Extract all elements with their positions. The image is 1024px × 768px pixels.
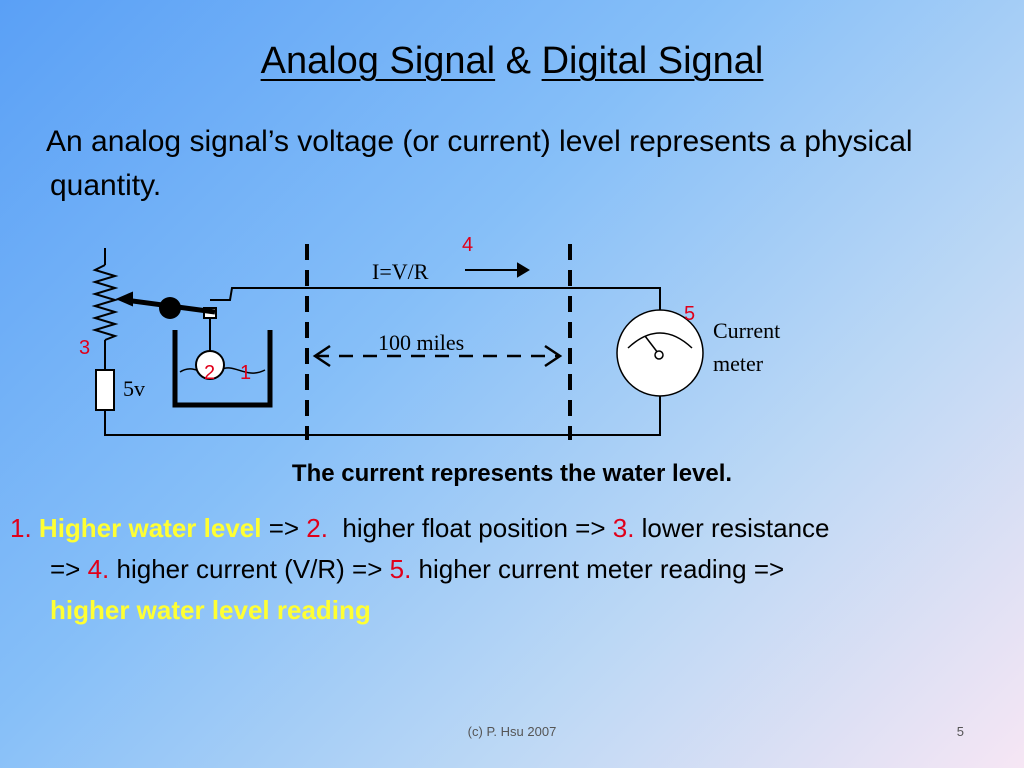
explanation-line-1: 1. Higher water level => 2. higher float… — [10, 513, 830, 543]
meter-needle — [644, 335, 659, 354]
step-2-number: 2. — [306, 513, 328, 543]
explanation-conclusion: higher water level reading — [50, 595, 371, 625]
step-5-number: 5. — [389, 554, 412, 584]
title-digital-signal: Digital Signal — [541, 40, 764, 82]
step-4-number: 4. — [87, 554, 110, 584]
explanation-line-2: => 4. higher current (V/R) => 5. higher … — [10, 549, 1000, 590]
float — [195, 350, 225, 380]
wiper-arrow — [115, 291, 133, 307]
intro-text: An analog signal’s voltage (or current) … — [46, 125, 913, 202]
meter-label-line2: meter — [713, 351, 764, 376]
title-analog-signal: Analog Signal — [260, 40, 496, 82]
distance-label: 100 miles — [378, 330, 464, 355]
step-4-text: higher current (V/R) => — [109, 554, 390, 584]
step-3-text: lower resistance — [634, 513, 830, 543]
step-3-number: 3. — [612, 513, 635, 543]
marker-2: 2 — [204, 362, 215, 384]
explanation-text: 1. Higher water level => 2. higher float… — [10, 508, 1000, 631]
top-wire — [210, 287, 661, 330]
footer-copyright: (c) P. Hsu 2007 — [467, 724, 557, 739]
diagram-caption: The current represents the water level. — [291, 460, 733, 487]
step-1-text: Higher water level — [38, 513, 262, 543]
arrow-1: => — [261, 513, 307, 543]
page-number: 5 — [956, 724, 964, 739]
step-2-text: higher float position => — [327, 513, 613, 543]
marker-3: 3 — [79, 337, 90, 359]
marker-5: 5 — [684, 303, 695, 325]
step-5-text: higher current meter reading => — [411, 554, 785, 584]
step-1-number: 1. — [10, 513, 32, 543]
bottom-wire — [104, 396, 661, 436]
meter-scale — [627, 332, 693, 349]
title-ampersand: & — [495, 40, 542, 82]
battery — [95, 369, 115, 411]
resistor — [91, 264, 119, 341]
battery-label: 5v — [123, 376, 145, 401]
water-tank — [172, 330, 273, 408]
formula-label: I=V/R — [372, 259, 429, 284]
lever-pivot — [159, 297, 181, 319]
marker-4: 4 — [462, 234, 473, 256]
marker-1: 1 — [240, 362, 251, 384]
slide-title: Analog Signal & Digital Signal — [0, 40, 1024, 83]
meter-label-line1: Current — [713, 318, 780, 343]
arrow-2: => — [50, 554, 88, 584]
